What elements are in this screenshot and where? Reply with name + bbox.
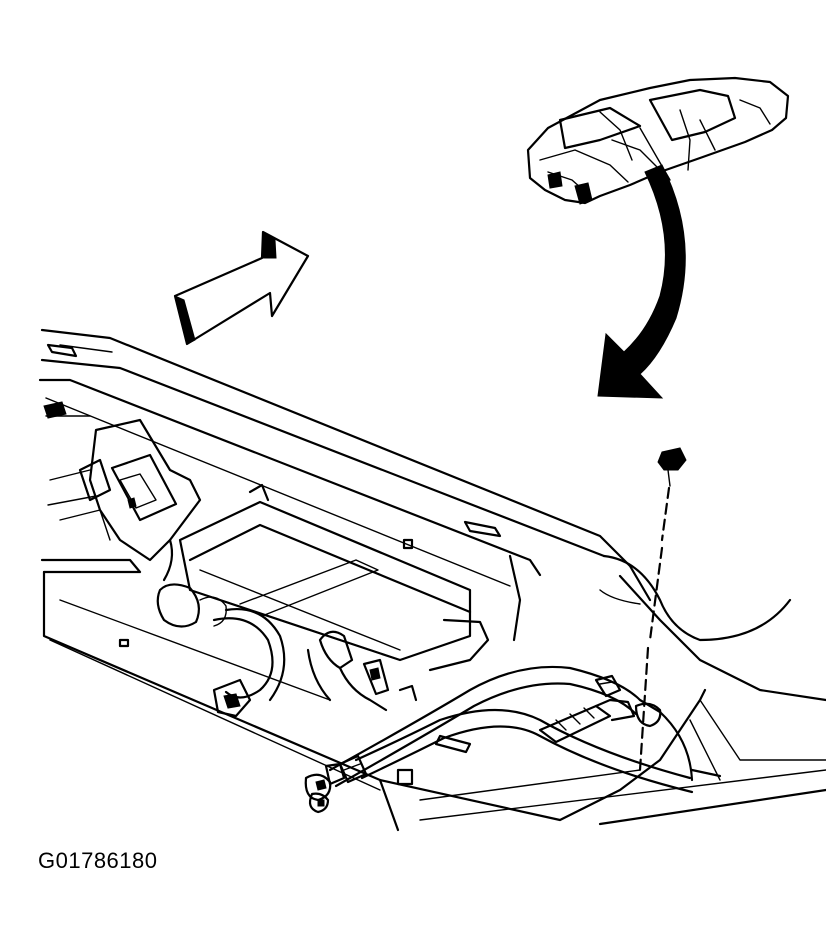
vehicle-body-locator [526,76,790,205]
forward-direction-arrow [173,230,310,346]
floor-panel-assembly [38,328,826,832]
fastener-bolt [638,447,687,772]
connector-cluster [47,418,227,628]
curved-pointer-arrow [597,164,686,399]
cable-end-terminal [304,754,368,814]
wiring-harness [212,608,418,718]
cable-run [328,665,722,794]
figure-caption: G01786180 [38,848,158,873]
module-housing [178,483,490,672]
